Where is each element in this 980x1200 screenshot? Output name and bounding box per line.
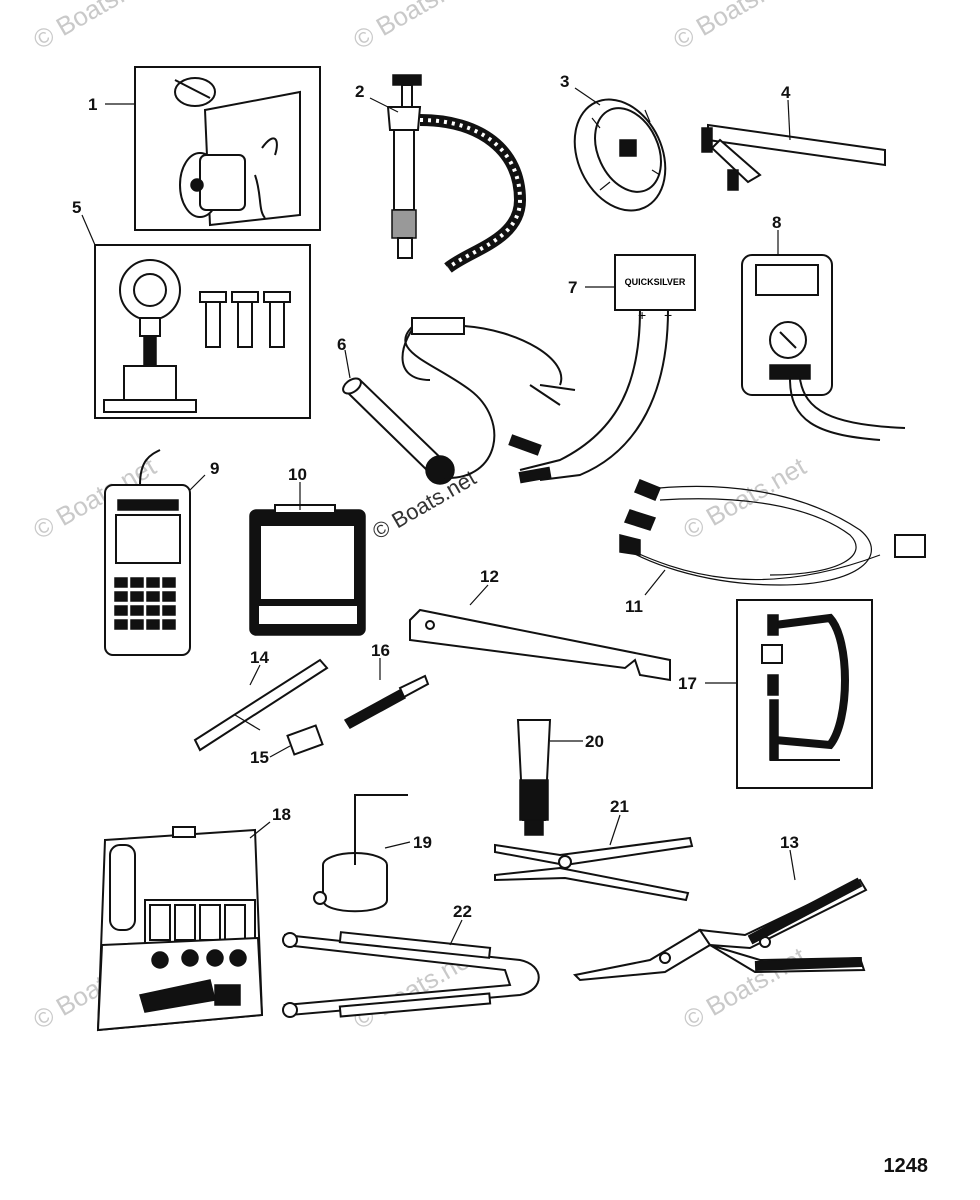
item-3-filter-wrench — [573, 98, 667, 212]
callout-22: 22 — [453, 902, 472, 921]
callout-numbers: 1 2 3 4 5 6 7 8 9 10 11 12 13 14 15 16 1… — [72, 72, 799, 921]
callout-20: 20 — [585, 732, 604, 751]
item-18-tool-case — [96, 826, 264, 1032]
item-21-long-pliers — [494, 836, 694, 902]
item-7-quicksilver-box: QUICKSILVER + − — [508, 254, 696, 484]
item-17-c-clamp — [736, 599, 873, 789]
callout-9: 9 — [210, 459, 219, 478]
callout-21: 21 — [610, 797, 629, 816]
callout-14: 14 — [250, 648, 269, 667]
quicksilver-box-label: QUICKSILVER — [625, 277, 686, 287]
leader-lines — [81, 87, 796, 946]
callout-5: 5 — [72, 198, 81, 217]
watermark: © Boats.net — [678, 451, 812, 545]
item-10-case — [249, 504, 366, 636]
item-8-multimeter — [741, 254, 906, 441]
item-12-bar-tool — [409, 608, 671, 682]
callout-15: 15 — [250, 748, 269, 767]
item-5-lifting-eye — [94, 244, 311, 419]
plus-label: + — [638, 307, 646, 323]
item-4-flywheel-holder — [701, 123, 886, 191]
callout-10: 10 — [288, 465, 307, 484]
item-1-fuel-kit — [134, 66, 321, 231]
bolt — [199, 291, 227, 348]
callout-16: 16 — [371, 641, 390, 660]
callout-2: 2 — [355, 82, 364, 101]
watermark: © Boats.net — [668, 0, 802, 55]
watermark: © Boats.net — [348, 0, 482, 55]
callout-8: 8 — [772, 213, 781, 232]
item-19-ring-compressor — [313, 794, 408, 913]
item-11-harness — [619, 479, 926, 586]
keypad — [114, 577, 176, 630]
callout-13: 13 — [780, 833, 799, 852]
item-6-test-tool — [342, 317, 576, 485]
bolt — [231, 291, 259, 348]
item-20-grease-tube — [516, 719, 552, 836]
callout-1: 1 — [88, 95, 97, 114]
callout-18: 18 — [272, 805, 291, 824]
callout-6: 6 — [337, 335, 346, 354]
callout-7: 7 — [568, 278, 577, 297]
callout-12: 12 — [480, 567, 499, 586]
page-number: 1248 — [883, 1155, 929, 1177]
watermark: © Boats.net — [28, 0, 162, 55]
item-22-spanner — [282, 931, 540, 1018]
callout-17: 17 — [678, 674, 697, 693]
callout-4: 4 — [781, 83, 791, 102]
callout-11: 11 — [625, 597, 643, 616]
callout-19: 19 — [413, 833, 432, 852]
bolt — [263, 291, 291, 348]
item-16-spring-rod — [343, 674, 430, 729]
callout-3: 3 — [560, 72, 569, 91]
item-14-punch — [193, 658, 329, 752]
item-2-pump — [386, 74, 527, 273]
item-15-sleeve — [286, 724, 324, 756]
item-9-diagnostic-terminal — [104, 449, 191, 656]
item-13-pliers — [572, 877, 868, 982]
